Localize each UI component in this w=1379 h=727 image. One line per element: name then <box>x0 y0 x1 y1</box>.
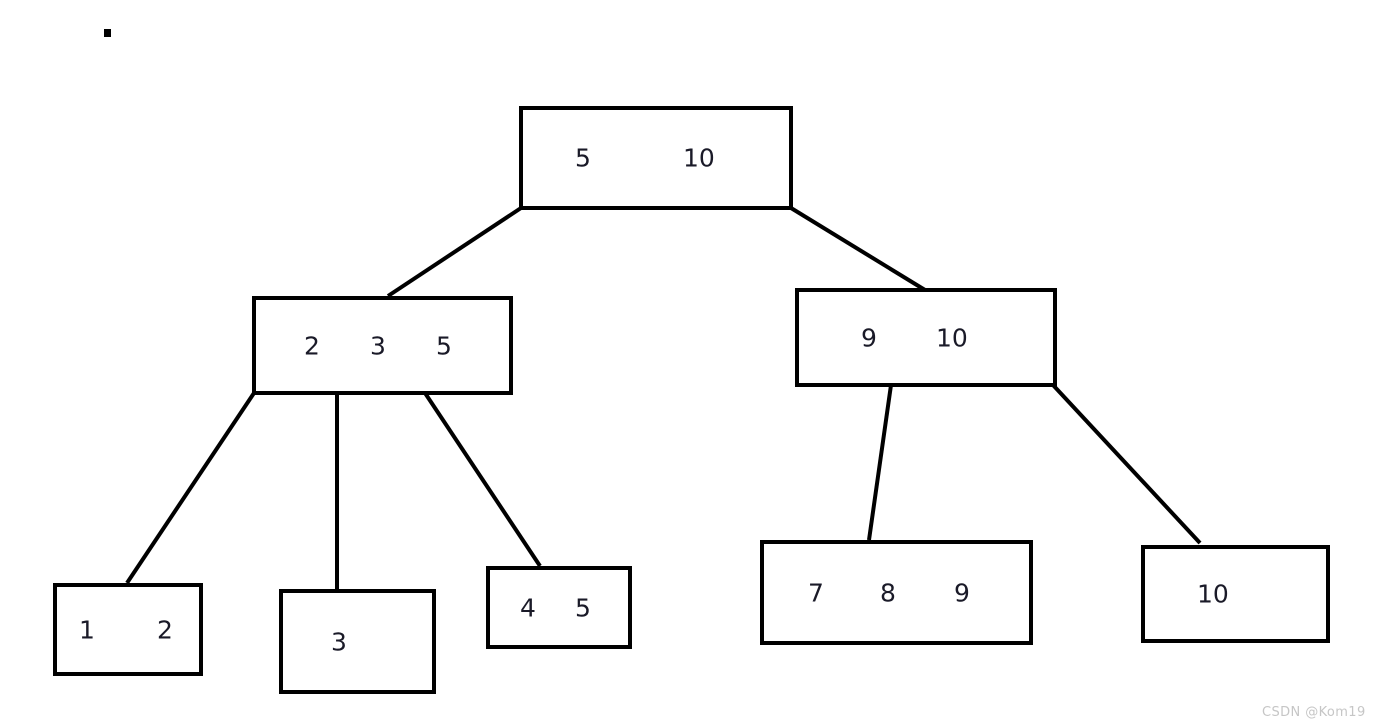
node-key: 10 <box>1197 579 1229 609</box>
node-key: 2 <box>304 331 320 360</box>
tree-node-internal-right[interactable]: 9 10 <box>795 288 1057 387</box>
node-key: 2 <box>157 615 173 644</box>
edge-root-to-internal-left <box>386 206 523 298</box>
node-key: 3 <box>370 331 386 360</box>
node-key: 4 <box>520 593 536 622</box>
edge-root-to-internal-right <box>789 206 927 292</box>
node-key: 1 <box>79 615 95 644</box>
tree-node-root[interactable]: 5 10 <box>519 106 793 210</box>
tree-node-leaf-5[interactable]: 10 <box>1141 545 1330 643</box>
node-key: 5 <box>575 143 591 173</box>
tree-node-leaf-2[interactable]: 3 <box>279 589 436 694</box>
edge-internal-right-to-leaf-4 <box>867 384 893 541</box>
node-keys: 10 <box>1145 549 1326 639</box>
node-key: 5 <box>575 593 591 622</box>
node-key: 10 <box>683 143 715 173</box>
edge-internal-left-to-leaf-1 <box>125 391 256 585</box>
node-key: 9 <box>954 578 970 607</box>
node-keys: 3 <box>283 593 432 690</box>
node-key: 5 <box>436 331 452 360</box>
node-key: 3 <box>331 627 347 656</box>
node-key: 7 <box>808 578 824 607</box>
tree-node-leaf-4[interactable]: 7 8 9 <box>760 540 1033 645</box>
node-key: 8 <box>880 578 896 607</box>
period-mark <box>104 29 111 37</box>
node-keys: 5 10 <box>523 110 789 206</box>
edge-internal-left-to-leaf-3 <box>423 391 542 568</box>
node-keys: 9 10 <box>799 292 1053 383</box>
node-keys: 2 3 5 <box>256 300 509 391</box>
node-key: 9 <box>861 323 877 352</box>
node-key: 10 <box>936 323 968 352</box>
edge-internal-right-to-leaf-5 <box>1051 383 1202 545</box>
tree-node-internal-left[interactable]: 2 3 5 <box>252 296 513 395</box>
node-keys: 7 8 9 <box>764 544 1029 641</box>
watermark-label: CSDN @Kom19 <box>1262 705 1366 720</box>
